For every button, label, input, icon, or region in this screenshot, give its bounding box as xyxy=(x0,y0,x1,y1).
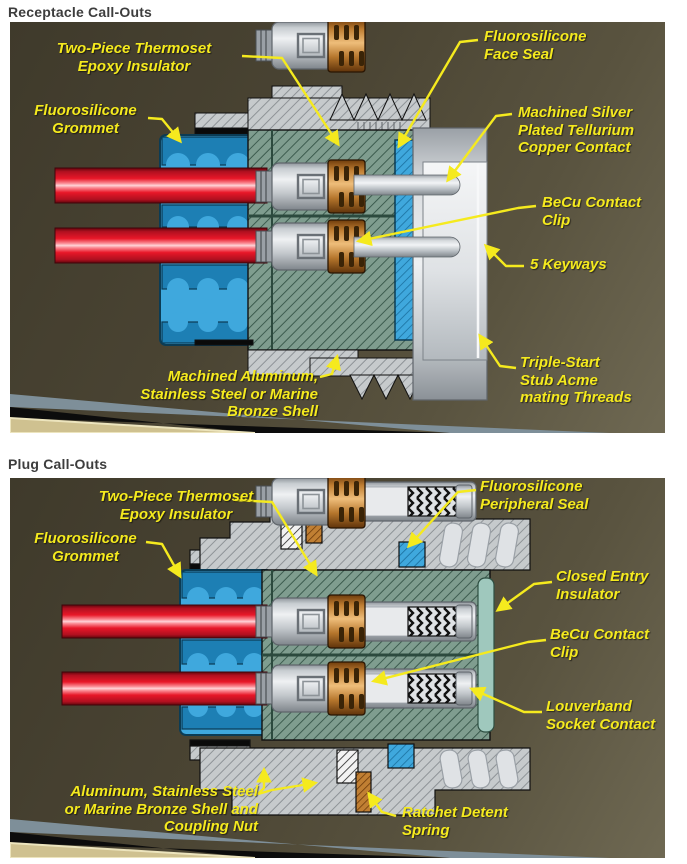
plug-diagram: Two-Piece Thermoset Epoxy Insulator Fluo… xyxy=(10,478,665,858)
callout-closed-entry: Closed Entry Insulator xyxy=(556,568,649,603)
plug-section-title: Plug Call-Outs xyxy=(8,456,108,472)
callout-leaders xyxy=(147,38,537,379)
callout-becu-clip: BeCu Contact Clip xyxy=(542,194,642,229)
wires xyxy=(54,167,268,264)
callout-shell-coupling-nut: Aluminum, Stainless Steel or Marine Bron… xyxy=(64,783,258,836)
corner-stripes xyxy=(10,819,610,858)
receptacle-shell-cup xyxy=(412,127,488,401)
callout-threads: Triple-Start Stub Acme mating Threads xyxy=(520,354,632,407)
tellurium-copper-pins xyxy=(353,174,461,258)
callout-grommet: Fluorosilicone Grommet xyxy=(34,530,137,565)
callout-face-seal: Fluorosilicone Face Seal xyxy=(484,28,587,63)
corner-stripes xyxy=(10,394,610,433)
becu-contact-clip xyxy=(327,22,366,73)
callout-copper-contact: Machined Silver Plated Tellurium Copper … xyxy=(518,104,635,157)
callout-peripheral-seal: Fluorosilicone Peripheral Seal xyxy=(480,478,589,513)
socket-contact-assembly xyxy=(255,478,477,529)
coupling-nut-bottom xyxy=(189,739,531,816)
callout-grommet: Fluorosilicone Grommet xyxy=(34,102,137,137)
wires xyxy=(61,604,268,706)
callout-ratchet-spring: Ratchet Detent Spring xyxy=(402,804,508,839)
callout-becu-clip: BeCu Contact Clip xyxy=(550,626,650,661)
retaining-ring-bottom xyxy=(336,749,359,784)
callout-two-piece-insulator: Two-Piece Thermoset Epoxy Insulator xyxy=(98,488,254,523)
knurl-top xyxy=(438,522,520,568)
receptacle-section-title: Receptacle Call-Outs xyxy=(8,4,153,20)
callout-shell: Machined Aluminum, Stainless Steel or Ma… xyxy=(140,368,318,421)
fluorosilicone-grommet xyxy=(179,569,273,736)
becu-contact-clip xyxy=(327,478,366,529)
closed-entry-insulator xyxy=(261,569,495,741)
knurl-bottom xyxy=(439,749,519,789)
callout-louverband: Louverband Socket Contact xyxy=(546,698,656,733)
peripheral-seal-top xyxy=(398,541,426,568)
shell-top xyxy=(194,85,431,135)
peripheral-seal-bottom xyxy=(387,743,415,769)
callout-two-piece-insulator: Two-Piece Thermoset Epoxy Insulator xyxy=(56,40,212,75)
receptacle-illustration xyxy=(10,22,610,433)
plug-illustration xyxy=(10,478,610,858)
ratchet-spring-bottom xyxy=(355,771,372,813)
callout-leaders xyxy=(145,488,553,818)
callout-keyways: 5 Keyways xyxy=(530,256,607,273)
receptacle-diagram: Two-Piece Thermoset Epoxy Insulator Fluo… xyxy=(10,22,665,433)
contact-assembly xyxy=(255,22,366,73)
